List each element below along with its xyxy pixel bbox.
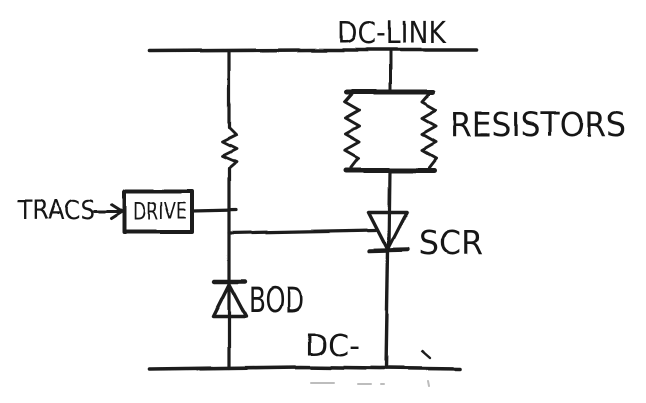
dc-link-rail (148, 48, 479, 53)
dc-link-label: DC-LINK (337, 16, 447, 51)
drive-output-wire (190, 208, 238, 213)
resistors-label: RESISTORS (450, 105, 626, 144)
scr-label: SCR (419, 223, 483, 262)
bod-triangle (211, 283, 248, 319)
drive-label: DRIVE (133, 199, 187, 225)
resistor-bank-right-zigzag (420, 92, 438, 169)
scan-artifacts (310, 380, 430, 387)
resistor-to-scr-wire (387, 168, 392, 252)
dc-minus-rail (148, 365, 462, 371)
scr-gate-wire (227, 228, 378, 235)
scr-cathode-wire (384, 249, 390, 370)
series-resistor-zigzag (220, 126, 238, 170)
resistor-bank-left-zigzag (343, 92, 361, 169)
tracs-label: TRACS (17, 195, 95, 226)
bod-label: BOD (249, 281, 304, 321)
dc-minus-label: DC- (305, 329, 360, 364)
arrow-right-icon (92, 202, 124, 220)
scr-triangle (367, 210, 409, 251)
stray-tick-mark (420, 349, 432, 360)
